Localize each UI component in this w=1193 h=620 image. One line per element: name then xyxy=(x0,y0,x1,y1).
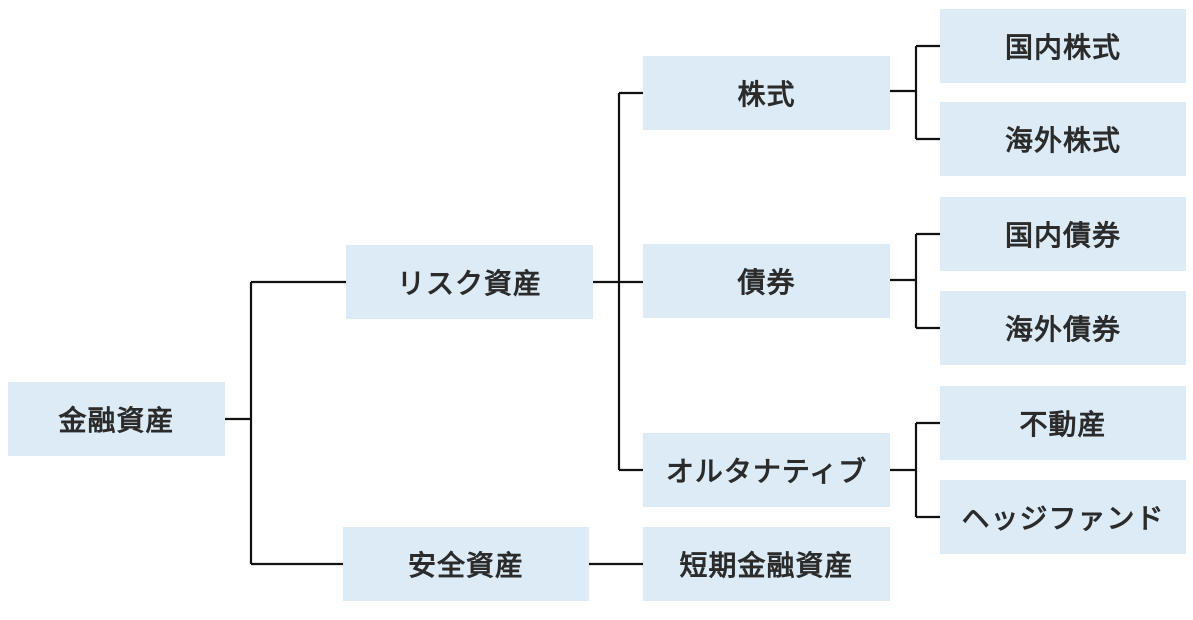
node-short-term-financial-assets: 短期金融資産 xyxy=(643,527,890,601)
node-bonds: 債券 xyxy=(643,244,890,318)
node-domestic-bonds: 国内債券 xyxy=(940,197,1186,271)
node-domestic-stocks: 国内株式 xyxy=(940,9,1186,83)
node-financial-assets: 金融資産 xyxy=(8,382,225,456)
node-risk-assets: リスク資産 xyxy=(346,245,593,319)
node-hedge-fund: ヘッジファンド xyxy=(940,480,1186,554)
node-real-estate: 不動産 xyxy=(940,386,1186,460)
node-foreign-stocks: 海外株式 xyxy=(940,102,1186,176)
node-safe-assets: 安全資産 xyxy=(343,527,589,601)
node-stocks: 株式 xyxy=(643,56,890,130)
node-alternative: オルタナティブ xyxy=(643,433,890,507)
node-foreign-bonds: 海外債券 xyxy=(940,291,1186,365)
